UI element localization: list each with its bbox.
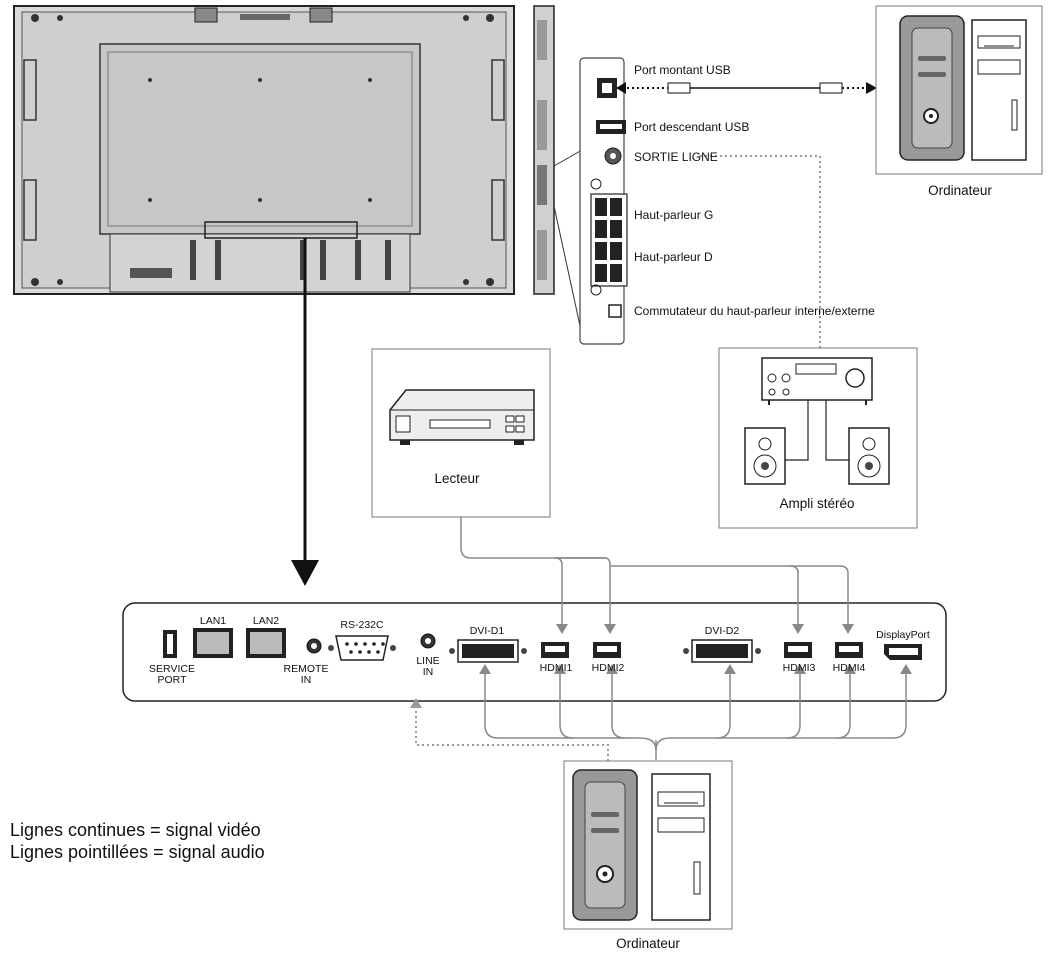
player-video-cables xyxy=(460,517,849,626)
usb-cable xyxy=(616,82,877,94)
label-remote-in-2: IN xyxy=(300,674,312,686)
label-usb-down: Port descendant USB xyxy=(634,120,750,134)
amplifier-device xyxy=(718,347,918,529)
legend-dotted-lines: Lignes pointillées = signal audio xyxy=(10,842,265,862)
label-line-out: SORTIE LIGNE xyxy=(634,150,718,164)
legend-solid-lines: Lignes continues = signal vidéo xyxy=(10,820,261,840)
label-hdmi3: HDMI3 xyxy=(782,662,816,674)
label-dvi-d2: DVI-D2 xyxy=(704,625,740,637)
label-lan2: LAN2 xyxy=(252,615,280,627)
label-hdmi4: HDMI4 xyxy=(832,662,866,674)
computer-video-cables xyxy=(484,672,907,760)
label-speaker-right: Haut-parleur D xyxy=(634,250,713,264)
label-speaker-left: Haut-parleur G xyxy=(634,208,714,222)
label-service-port-1: SERVICE xyxy=(149,663,195,675)
label-usb-up: Port montant USB xyxy=(634,63,731,77)
label-lan1: LAN1 xyxy=(199,615,227,627)
label-service-port-2: PORT xyxy=(157,674,187,686)
computer-bottom xyxy=(563,760,733,930)
computer-top xyxy=(875,5,1043,175)
label-remote-in-1: REMOTE xyxy=(283,663,329,675)
usb-audio-panel xyxy=(579,57,628,345)
line-in-audio-cable xyxy=(415,706,609,768)
label-dvi-d1: DVI-D1 xyxy=(469,625,505,637)
label-player: Lecteur xyxy=(434,471,480,486)
label-line-in-1: LINE xyxy=(416,655,440,667)
port-panel xyxy=(122,602,947,702)
label-hdmi2: HDMI2 xyxy=(591,662,625,674)
label-displayport: DisplayPort xyxy=(876,629,930,641)
player-device xyxy=(371,348,551,518)
label-computer-bottom: Ordinateur xyxy=(616,936,680,951)
label-rs232c: RS-232C xyxy=(340,619,384,631)
monitor-rear-view xyxy=(13,5,515,295)
label-amplifier: Ampli stéréo xyxy=(779,496,855,511)
label-computer-top: Ordinateur xyxy=(928,183,992,198)
zoom-arrow xyxy=(291,238,319,586)
line-out-audio-cable xyxy=(700,155,821,372)
label-line-in-2: IN xyxy=(422,666,434,678)
label-speaker-switch: Commutateur du haut-parleur interne/exte… xyxy=(634,304,875,318)
label-hdmi1: HDMI1 xyxy=(539,662,573,674)
monitor-side-view xyxy=(533,5,583,336)
